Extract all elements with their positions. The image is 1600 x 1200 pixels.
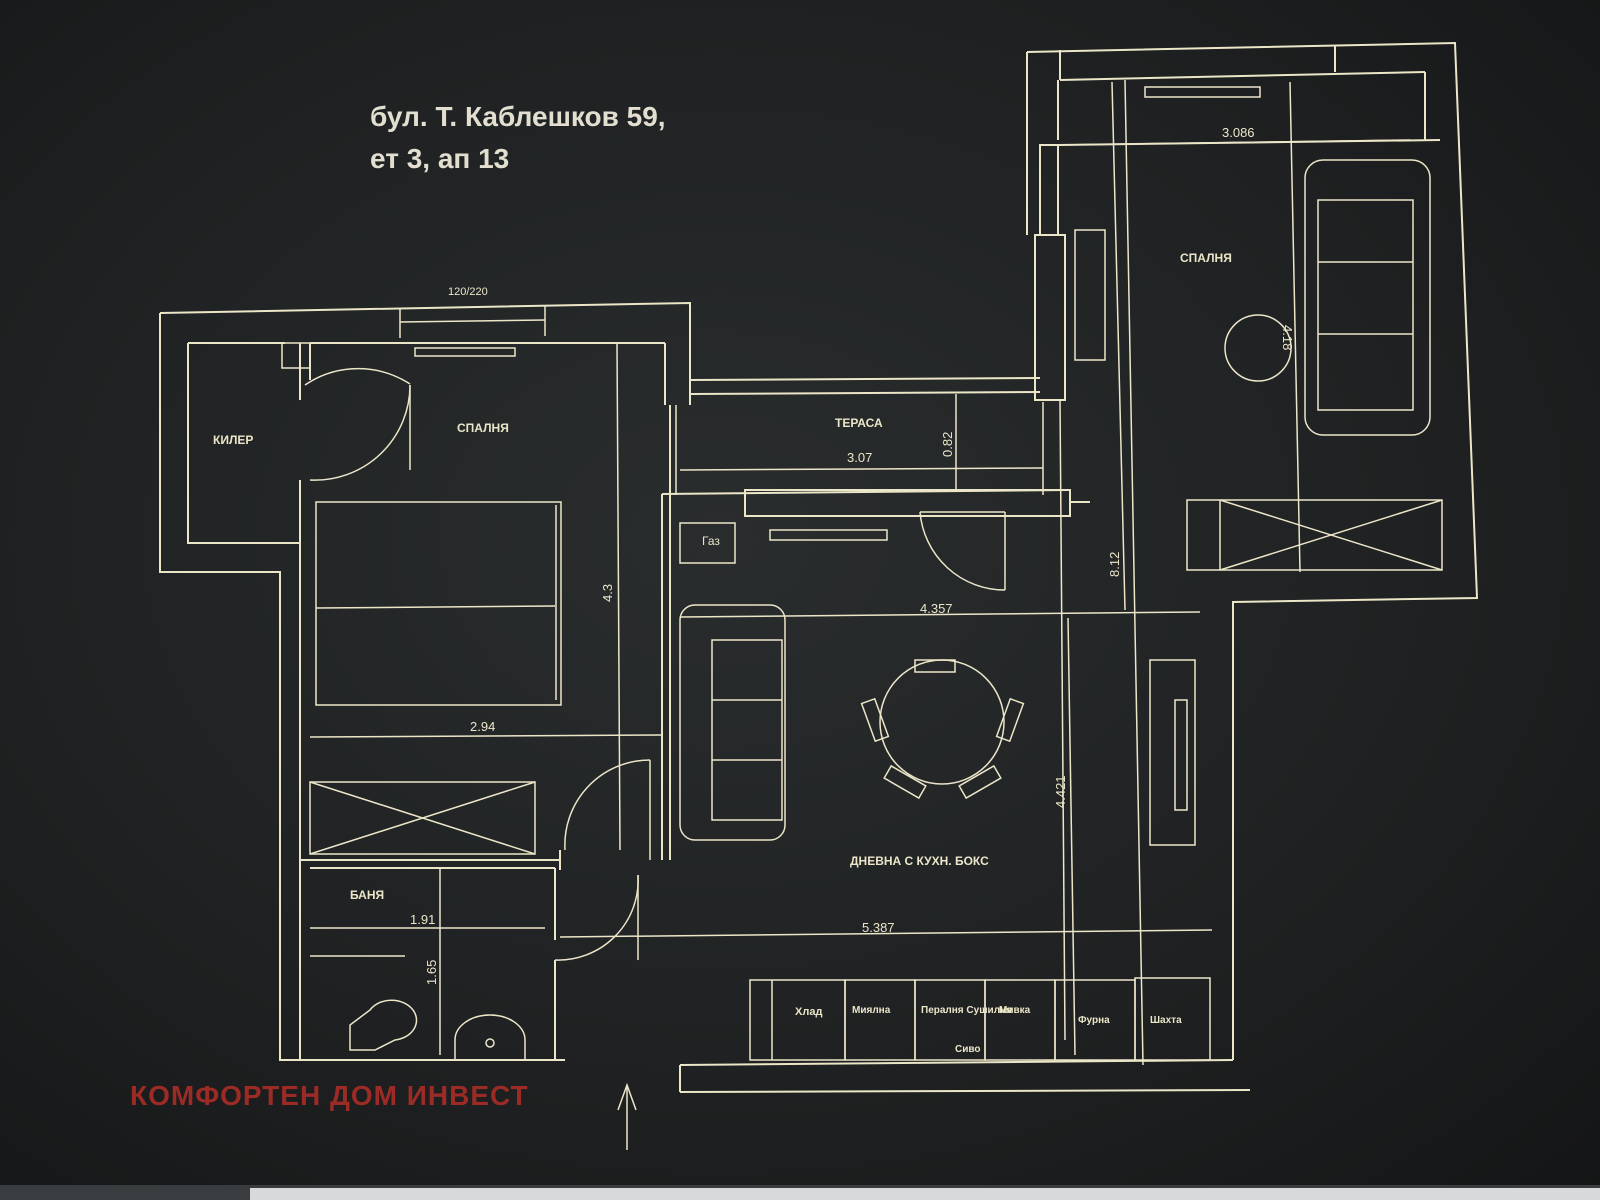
room-label-living: ДНЕВНА С КУХН. БОКС	[850, 854, 989, 868]
dim-bedroom-right-width: 3.086	[1222, 125, 1255, 140]
room-label-bedroom-left: СПАЛНЯ	[457, 421, 509, 435]
dim-bedroom-left-width: 2.94	[470, 719, 495, 734]
gas-label: Газ	[702, 534, 720, 548]
dim-bedroom-right-height: 4.18	[1280, 325, 1295, 350]
address-title: бул. Т. Каблешков 59, ет 3, ап 13	[370, 96, 666, 180]
address-line-2: ет 3, ап 13	[370, 143, 510, 174]
kitchen-oven: Фурна	[1078, 1015, 1110, 1026]
dim-bedroom-left-height: 4.3	[600, 584, 615, 602]
address-line-1: бул. Т. Каблешков 59,	[370, 101, 666, 132]
dim-kitchen-width: 5.387	[862, 920, 895, 935]
kitchen-fridge: Хлад	[795, 1006, 822, 1018]
kitchen-sink: Мивка	[999, 1005, 1031, 1016]
living-furniture	[617, 604, 1251, 1150]
room-label-bedroom-right: СПАЛНЯ	[1180, 251, 1232, 265]
dim-window-top: 120/220	[448, 286, 488, 298]
dim-bath-height: 1.65	[424, 960, 439, 985]
dim-living-height: 4.421	[1053, 775, 1068, 808]
kitchen-dishwasher: Миялна	[852, 1005, 891, 1016]
watermark: КОМФОРТЕН ДОМ ИНВЕСТ	[130, 1080, 529, 1111]
right-block-walls	[1026, 41, 1479, 1066]
kitchen-washer-dryer: Пералня Сушилня	[921, 1005, 1012, 1016]
room-label-storage: КИЛЕР	[213, 433, 253, 447]
dim-terrace-depth: 0.82	[940, 432, 955, 457]
dim-total-height: 8.12	[1107, 552, 1122, 577]
left-block-walls	[159, 301, 691, 1061]
dim-terrace-width: 3.07	[847, 450, 872, 465]
room-label-terrace: ТЕРАСА	[835, 416, 883, 430]
taskbar-highlight	[250, 1188, 1600, 1200]
dimension-lines	[309, 81, 1411, 1056]
room-label-bathroom: БАНЯ	[350, 888, 384, 902]
dim-living-width: 4.357	[920, 601, 953, 616]
kitchen-shaft: Шахта	[1150, 1015, 1182, 1026]
kitchen-dryer-extra: Сиво	[955, 1044, 981, 1055]
terrace-walls	[661, 377, 1090, 860]
dim-bath-width: 1.91	[410, 912, 435, 927]
